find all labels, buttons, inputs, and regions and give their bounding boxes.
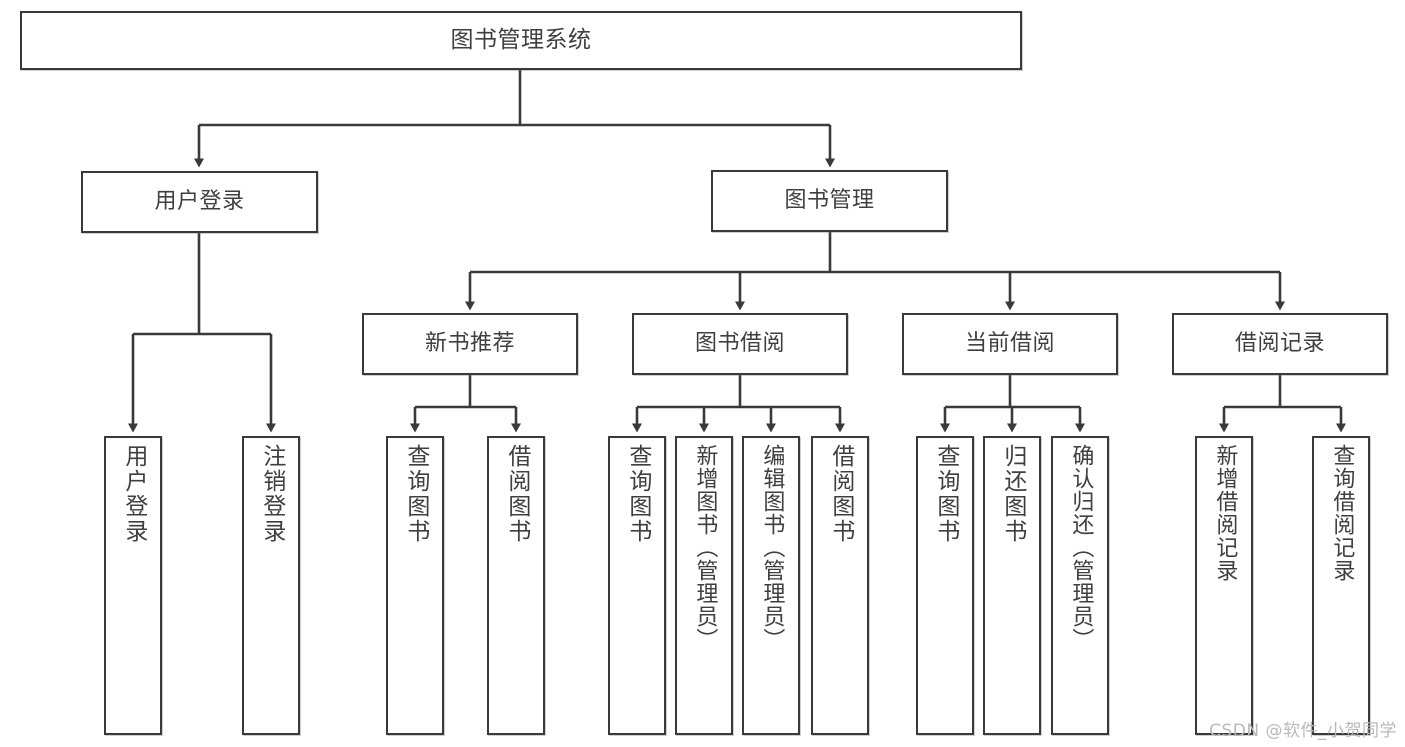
node-label: 图书管理 [784,187,875,213]
node-label: 归还图书 [999,444,1026,544]
node-label: 注销登录 [258,444,285,544]
node-label: 确认归还（管理员） [1068,444,1094,651]
node-label: 用户登录 [120,444,147,544]
node-label: 查询图书 [624,444,651,544]
leaf-borrow-book-recommend[interactable]: 借阅图书 [487,436,545,735]
leaf-user-logout[interactable]: 注销登录 [242,436,300,735]
node-label: 当前借阅 [964,330,1055,356]
node-new-book-recommend[interactable]: 新书推荐 [362,313,578,375]
node-label: 编辑图书（管理员） [759,444,785,651]
node-label: 借阅记录 [1234,330,1325,356]
node-book-borrow[interactable]: 图书借阅 [632,313,848,375]
leaf-add-borrow-record[interactable]: 新增借阅记录 [1195,436,1253,735]
leaf-query-borrow-record[interactable]: 查询借阅记录 [1312,436,1370,735]
leaf-user-login[interactable]: 用户登录 [104,436,162,735]
leaf-borrow-book[interactable]: 借阅图书 [811,436,869,735]
watermark: CSDN @软件_小贺同学 [1209,721,1397,741]
leaf-query-book-current[interactable]: 查询图书 [916,436,974,735]
node-current-borrow[interactable]: 当前借阅 [902,313,1118,375]
node-label: 新增借阅记录 [1212,444,1238,582]
node-root-system[interactable]: 图书管理系统 [20,11,1022,70]
leaf-query-book-recommend[interactable]: 查询图书 [386,436,444,735]
node-book-management[interactable]: 图书管理 [711,170,948,232]
node-label: 新增图书（管理员） [692,444,718,651]
leaf-query-book-borrow[interactable]: 查询图书 [608,436,666,735]
node-label: 用户登录 [154,188,245,214]
node-borrow-record[interactable]: 借阅记录 [1172,313,1388,375]
node-label: 查询借阅记录 [1329,444,1355,582]
leaf-confirm-return-admin[interactable]: 确认归还（管理员） [1051,436,1109,735]
node-label: 借阅图书 [503,444,530,544]
node-label: 图书管理系统 [450,26,592,53]
leaf-add-book-admin[interactable]: 新增图书（管理员） [675,436,733,735]
node-label: 查询图书 [402,444,429,544]
leaf-edit-book-admin[interactable]: 编辑图书（管理员） [742,436,800,735]
leaf-return-book[interactable]: 归还图书 [983,436,1041,735]
node-label: 查询图书 [932,444,959,544]
node-user-login[interactable]: 用户登录 [81,171,318,233]
node-label: 借阅图书 [827,444,854,544]
node-label: 图书借阅 [694,330,785,356]
node-label: 新书推荐 [424,330,515,356]
